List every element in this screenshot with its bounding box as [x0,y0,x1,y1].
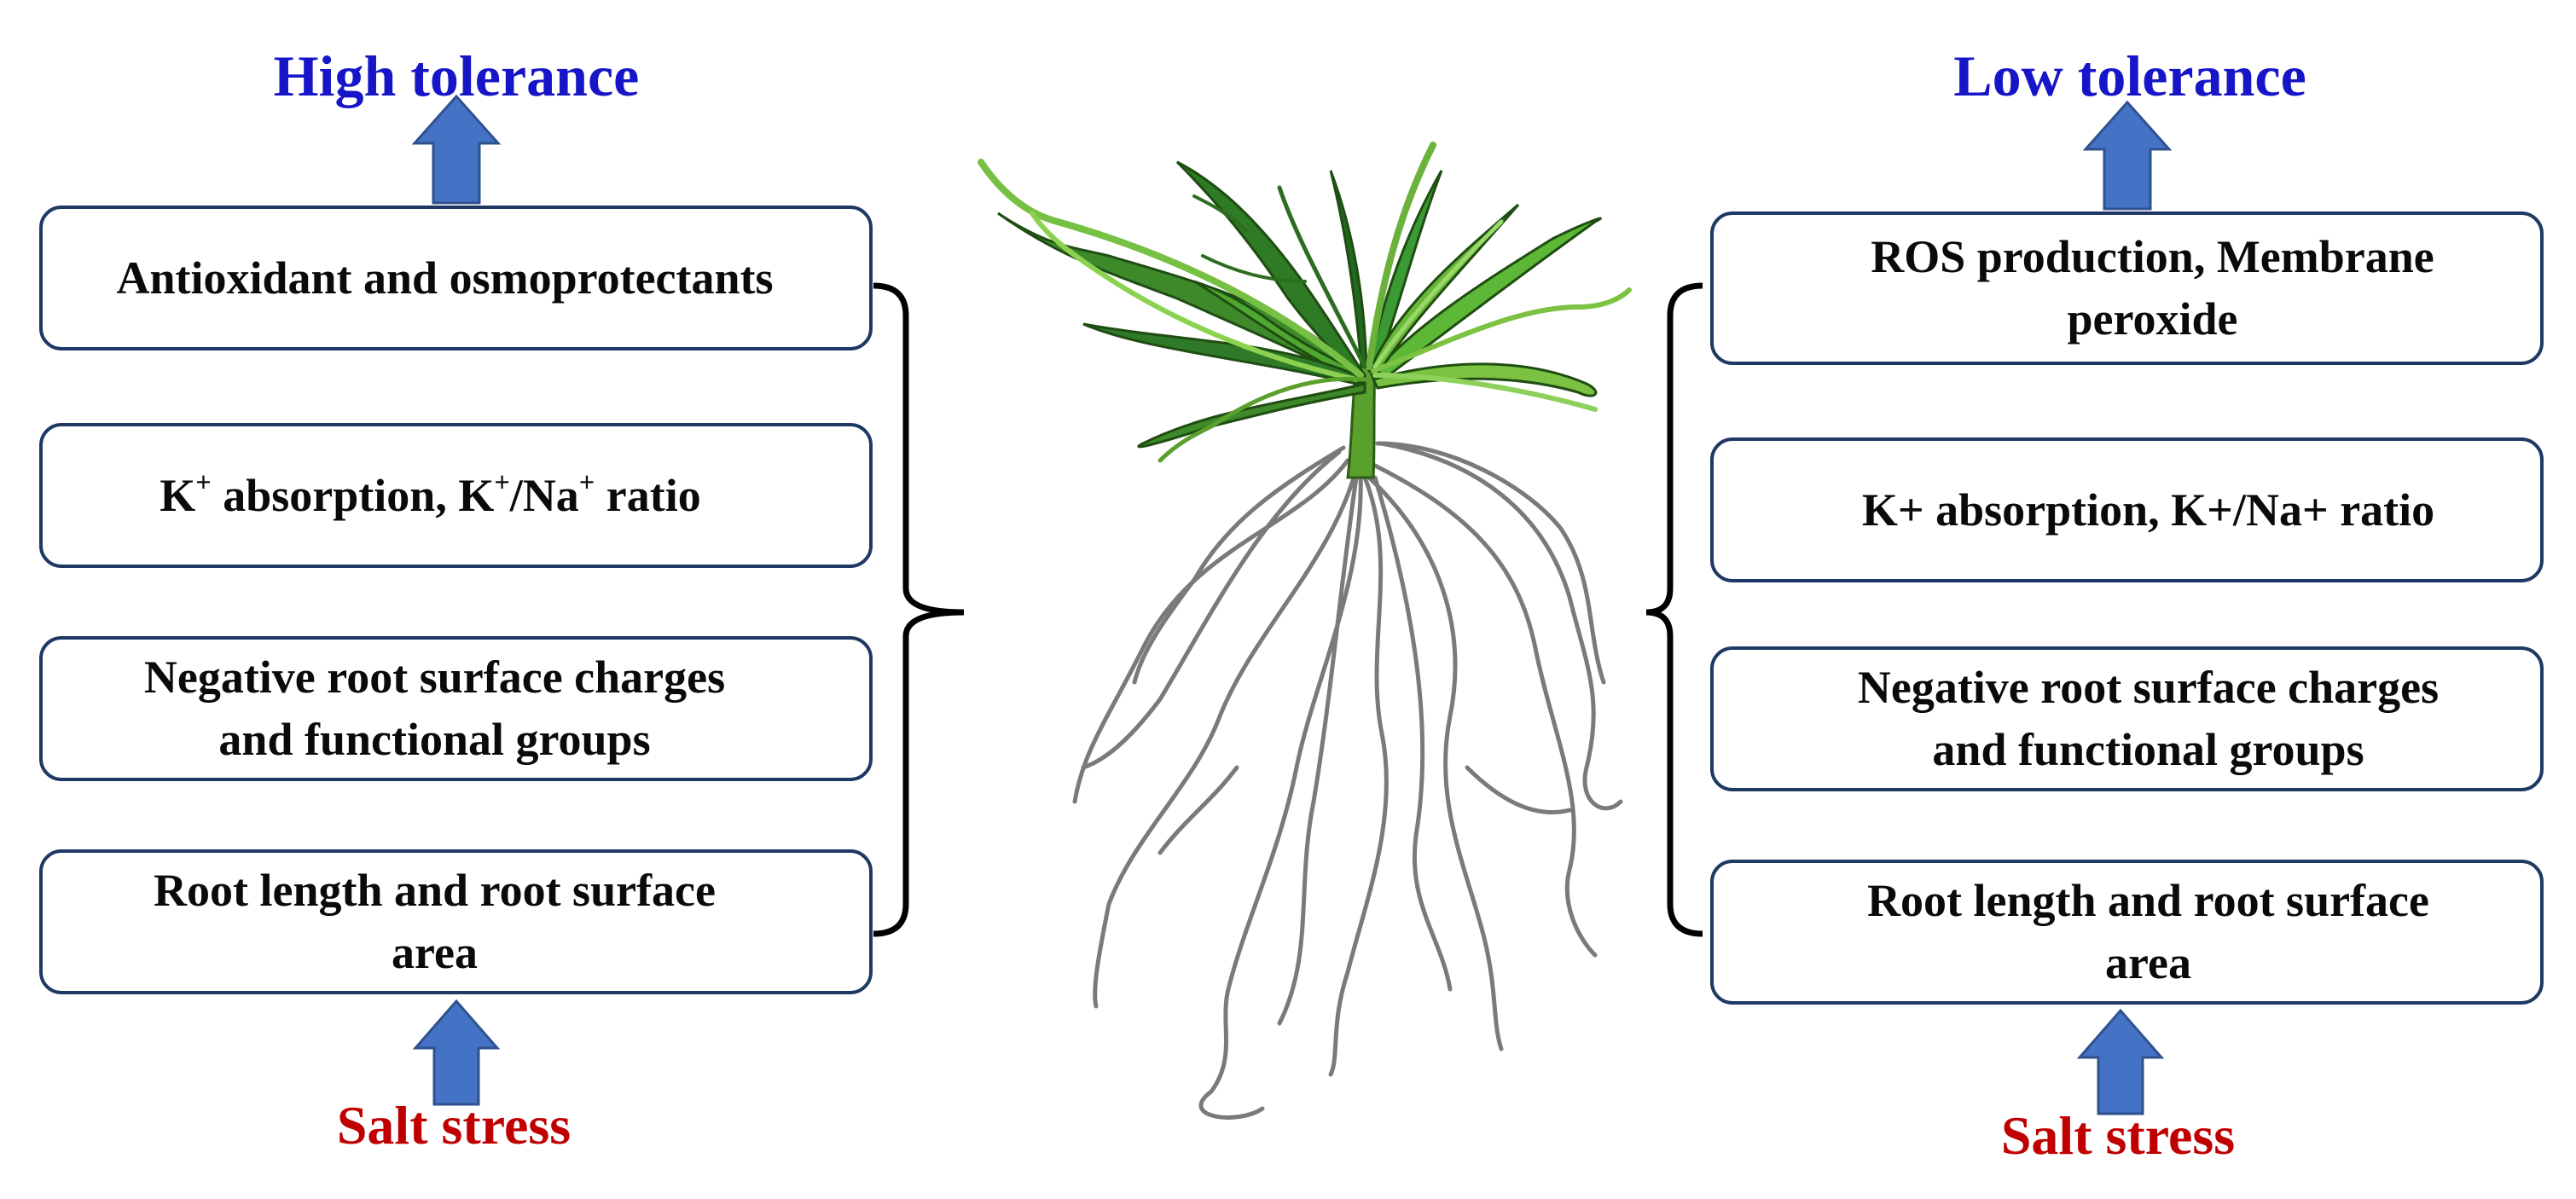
leaves [997,160,1602,449]
right-box-root-length: Root length and root surface area [1710,860,2544,1005]
roots [1072,441,1623,1120]
left-box-antioxidants: Antioxidant and osmoprotectants [39,206,873,350]
right-box-root-surface-charges-line-2: and functional groups [1932,724,2364,775]
right-box-ros-production-line-1: ROS production, Membrane [1871,231,2434,283]
left-bottom-arrow-icon [412,999,501,1106]
right-box-k-absorption: K+ absorption, K+/Na+ ratio [1710,437,2544,582]
left-box-root-surface-charges-line-2: and functional groups [218,714,651,765]
grass-blades [978,142,1632,463]
right-box-root-surface-charges: Negative root surface charges and functi… [1710,646,2544,791]
left-box-root-surface-charges-line-1: Negative root surface charges [143,652,726,704]
right-box-root-surface-charges-line-1: Negative root surface charges [1857,662,2440,714]
left-title: High tolerance [273,43,640,108]
right-box-root-length-line-1: Root length and root surface [1867,875,2429,927]
left-box-root-length-line-1: Root length and root surface [154,865,716,917]
left-salt-label: Salt stress [336,1095,571,1156]
left-box-root-length: Root length and root surface area [39,849,873,994]
left-box-root-surface-charges: Negative root surface charges and functi… [39,636,873,781]
right-box-ros-production: ROS production, Membrane peroxide [1710,211,2544,365]
right-box-ros-production-line-2: peroxide [2067,293,2238,345]
right-salt-label: Salt stress [2000,1105,2236,1166]
left-box-k-absorption-line-1: K+ absorption, K+/Na+ ratio [160,466,701,521]
right-bottom-arrow-icon [2076,1008,2165,1115]
right-top-arrow-icon [2082,100,2173,211]
right-box-root-length-line-2: area [2105,937,2191,988]
right-bracket [1645,282,1703,937]
grass-plant-illustration [978,142,1632,1120]
left-box-antioxidants-line-1: Antioxidant and osmoprotectants [116,252,774,304]
right-title: Low tolerance [1953,43,2306,108]
left-box-k-absorption: K+ absorption, K+/Na+ ratio [39,423,873,568]
left-top-arrow-icon [411,94,502,205]
left-bracket [873,282,965,937]
right-box-k-absorption-line-1: K+ absorption, K+/Na+ ratio [1861,484,2435,536]
left-box-root-length-line-2: area [392,927,478,978]
